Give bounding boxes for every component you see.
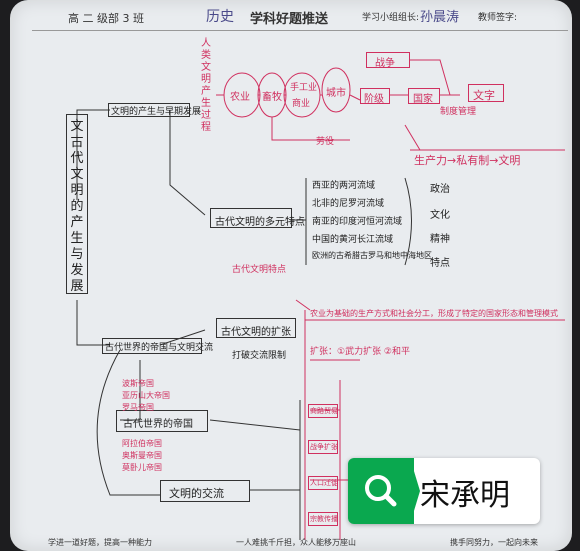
red-node-agriculture: 农业 (230, 92, 250, 103)
central-topic-box: 文古代文明的产生与发展 (66, 114, 88, 294)
search-icon-tile[interactable] (348, 458, 414, 524)
exchange-2-box: 战争扩张 (308, 440, 338, 454)
empire-6: 莫卧儿帝国 (122, 463, 162, 472)
aspect-politics: 政治 (430, 184, 450, 195)
red-node-handicraft: 手工业 (290, 83, 318, 93)
exchange-3-box: 人口迁徙 (308, 476, 338, 490)
sheet-footer: 学进一道好题，提高一种能力 一人难挑千斤担，众人能移万座山 携手同努力，一起向未… (10, 534, 572, 551)
leader-name: 孙晨涛 (420, 10, 460, 25)
region-2: 北非的尼罗河流域 (312, 199, 385, 209)
red-node-class-box: 阶级 (360, 88, 390, 105)
sheet-title: 学科好题推送 (250, 12, 329, 27)
red-node-war-box: 战争 (366, 52, 410, 69)
note-regional: 古代文明特点 (232, 265, 287, 275)
region-1: 西亚的两河流域 (312, 181, 376, 191)
empire-1: 波斯帝国 (122, 379, 154, 388)
subject-name: 历史 (206, 9, 234, 25)
leader-label: 学习小组组长: (362, 13, 420, 23)
branch-empires-exchange: 古代世界的帝国与文明交流 (102, 338, 213, 354)
region-5: 欧洲的古希腊古罗马和地中海地区 (312, 251, 432, 260)
empire-5: 奥斯曼帝国 (122, 451, 162, 460)
node-exchange: 文明的交流 (160, 480, 250, 502)
region-4: 中国的黄河长江流域 (312, 235, 394, 245)
header-rule (32, 30, 568, 31)
footer-left: 学进一道好题，提高一种能力 (48, 538, 152, 547)
search-badge[interactable]: 宋承明 (348, 458, 540, 524)
central-topic: 文古代文明的产生与发展 (70, 119, 84, 294)
aspect-spirit: 精神 (430, 234, 450, 245)
red-node-management: 制度管理 (440, 107, 477, 117)
empire-4: 阿拉伯帝国 (122, 439, 162, 448)
sheet-header: 高 二 级部 3 班 历史 学科好题推送 学习小组组长: 孙晨涛 教师签字: (10, 0, 572, 30)
search-icon (365, 475, 397, 507)
red-flow-productivity: 生产力→私有制→文明 (414, 154, 521, 167)
exchange-1-box: 商路贸易 (308, 404, 338, 418)
red-node-city: 城市 (326, 88, 346, 99)
red-node-labor: 劳役 (316, 137, 335, 147)
node-regional-features: 古代文明的多元特点 (210, 208, 305, 228)
red-node-herding: 畜牧 (262, 92, 282, 103)
document-sheet: 高 二 级部 3 班 历史 学科好题推送 学习小组组长: 孙晨涛 教师签字: (10, 0, 572, 551)
empire-3: 罗马帝国 (122, 403, 154, 412)
badge-arrow (410, 458, 420, 524)
branch-early-civilization: 文明的产生与早期发展 (108, 103, 201, 117)
empire-2: 亚历山大帝国 (122, 391, 170, 400)
badge-name: 宋承明 (420, 478, 510, 513)
teacher-label: 教师签字: (478, 13, 518, 23)
node-expansion: 古代文明的扩张 (216, 318, 296, 338)
red-note-expansion: 扩张：①武力扩张 ②和平 (310, 347, 410, 357)
red-node-writing-box: 文字 (468, 84, 504, 102)
note-expansion: 打破交流限制 (232, 351, 287, 361)
red-node-state-box: 国家 (408, 88, 440, 105)
red-node-commerce: 商业 (292, 99, 311, 109)
aspect-feature: 特点 (430, 258, 450, 269)
node-empires: 古代世界的帝国 (116, 410, 208, 432)
footer-right: 携手同努力，一起向未来 (450, 538, 538, 547)
footer-mid: 一人难挑千斤担，众人能移万座山 (236, 538, 356, 547)
region-3: 南亚的印度河恒河流域 (312, 217, 403, 227)
mind-map-lines (76, 59, 565, 540)
exchange-4-box: 宗教传播 (308, 512, 338, 526)
red-note-mode: 农业为基础的生产方式和社会分工，形成了特定的国家形态和管理模式 (310, 309, 558, 318)
grade-class: 高 二 级部 3 班 (68, 12, 144, 25)
aspect-culture: 文化 (430, 210, 450, 221)
red-vertical-note: 人类文明产生过程 (201, 38, 211, 133)
